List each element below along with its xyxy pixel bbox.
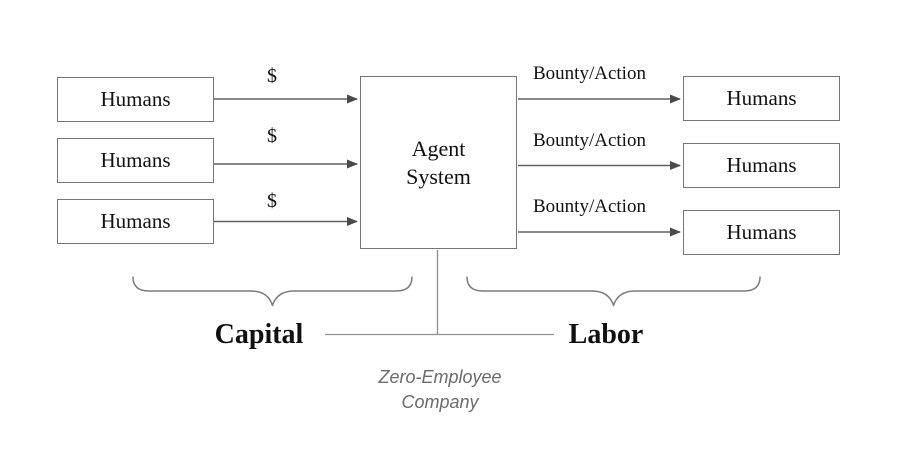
- dollar-flow-label-2: $: [267, 125, 277, 147]
- bounty-action-label-1: Bounty/Action: [533, 63, 646, 84]
- humans-box-label: Humans: [100, 209, 171, 233]
- humans-box-label: Humans: [100, 148, 171, 172]
- humans-box-labor-3: Humans: [683, 210, 840, 255]
- company-caption-line1: Zero-Employee: [378, 367, 502, 387]
- company-caption: Zero-Employee Company: [340, 365, 540, 415]
- bounty-action-label-2: Bounty/Action: [533, 130, 646, 151]
- agent-system-box: Agent System: [360, 76, 517, 249]
- capital-label: Capital: [214, 319, 304, 350]
- humans-box-label: Humans: [726, 153, 797, 177]
- dollar-flow-label-1: $: [267, 65, 277, 87]
- agent-system-label-line2: System: [406, 163, 471, 189]
- humans-box-labor-1: Humans: [683, 76, 840, 121]
- capital-brace: [132, 276, 413, 307]
- humans-box-capital-3: Humans: [57, 199, 214, 244]
- bounty-action-label-3: Bounty/Action: [533, 196, 646, 217]
- humans-box-labor-2: Humans: [683, 143, 840, 188]
- agent-system-label-line1: Agent: [411, 135, 466, 161]
- humans-box-label: Humans: [100, 87, 171, 111]
- dollar-flow-label-3: $: [267, 190, 277, 212]
- humans-box-capital-1: Humans: [57, 77, 214, 122]
- labor-label: Labor: [568, 319, 644, 350]
- humans-box-label: Humans: [726, 86, 797, 110]
- humans-box-capital-2: Humans: [57, 138, 214, 183]
- company-caption-line2: Company: [401, 392, 479, 412]
- humans-box-label: Humans: [726, 220, 797, 244]
- labor-brace: [466, 276, 761, 307]
